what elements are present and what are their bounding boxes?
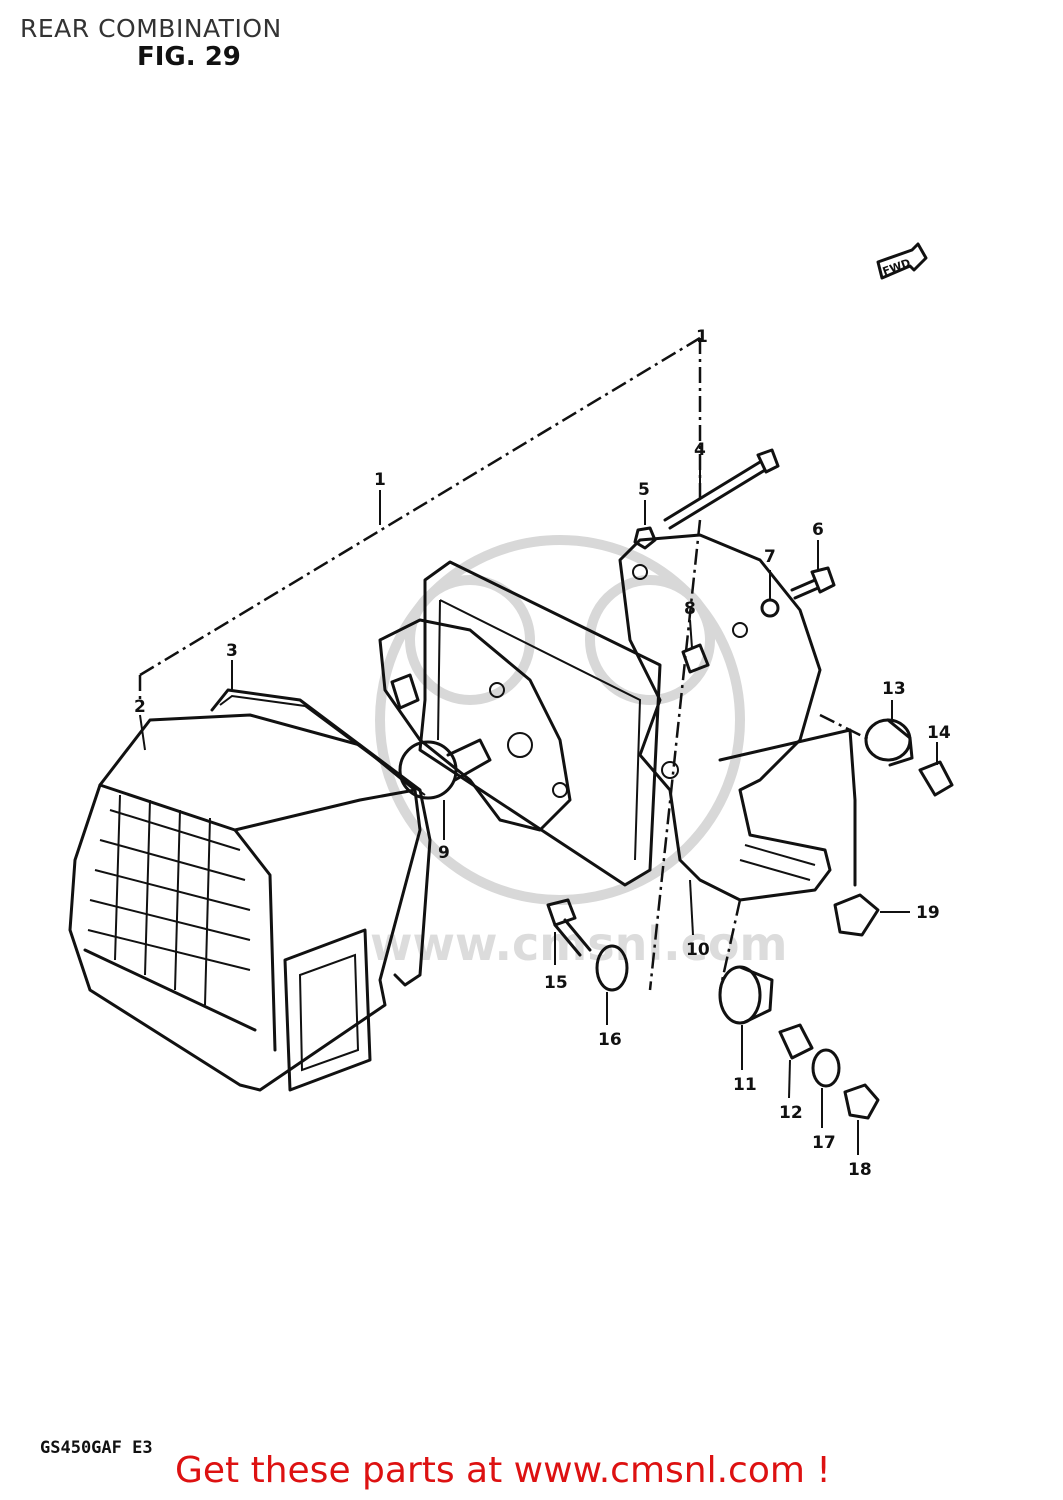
- callout-11: 11: [733, 1075, 757, 1095]
- callout-labels: 1 1 2 3 4 5 6 7 8 9 10 11 12 13 14 15 16…: [134, 327, 951, 1180]
- leader-lines: [139, 460, 938, 1155]
- callout-18: 18: [848, 1160, 872, 1180]
- callout-15: 15: [544, 973, 568, 993]
- nut-5: [633, 526, 657, 550]
- callout-1-top: 1: [696, 327, 708, 347]
- bulb-socket: [378, 618, 572, 832]
- bolt-15: [546, 898, 592, 957]
- callout-17: 17: [812, 1133, 836, 1153]
- callout-1: 1: [374, 470, 386, 490]
- callout-6: 6: [812, 520, 824, 540]
- washer-16: [595, 944, 629, 992]
- collar-12: [778, 1023, 814, 1060]
- callout-13: 13: [882, 679, 906, 699]
- washer-7: [760, 598, 780, 618]
- model-code: GS450GAF E3: [40, 1438, 153, 1458]
- callout-2: 2: [134, 697, 146, 717]
- lens-gasket: [210, 688, 432, 987]
- callout-14: 14: [927, 723, 951, 743]
- cushion-11: [718, 965, 774, 1025]
- callout-7: 7: [764, 547, 776, 567]
- cmsnl-parts-link[interactable]: Get these parts at www.cmsnl.com !: [175, 1450, 831, 1491]
- callout-8: 8: [684, 599, 696, 619]
- figure-label: FIG. 29: [137, 42, 241, 72]
- collar-14: [918, 760, 954, 797]
- callout-9: 9: [438, 843, 450, 863]
- page-title: REAR COMBINATION: [20, 14, 282, 43]
- callout-4: 4: [694, 440, 706, 460]
- tail-lamp-lens: [68, 713, 422, 1092]
- callout-16: 16: [598, 1030, 622, 1050]
- forward-direction-icon: FWD: [876, 242, 928, 280]
- callout-12: 12: [779, 1103, 803, 1123]
- callout-19: 19: [916, 903, 940, 923]
- watermark-logo: www.cmsnl.com: [370, 535, 787, 971]
- watermark-text: www.cmsnl.com: [370, 917, 787, 971]
- cushion-13: [864, 718, 914, 767]
- nut-18: [843, 1083, 880, 1120]
- screw-6: [790, 566, 836, 600]
- long-bolt: [663, 448, 780, 530]
- grommet-8: [681, 643, 710, 674]
- callout-3: 3: [226, 641, 238, 661]
- assembly-bracket-lines: [138, 336, 871, 991]
- lamp-base-bracket: [418, 533, 857, 902]
- grommet-19: [833, 893, 880, 937]
- callout-10: 10: [686, 940, 710, 960]
- washer-17: [811, 1048, 841, 1088]
- callout-5: 5: [638, 480, 650, 500]
